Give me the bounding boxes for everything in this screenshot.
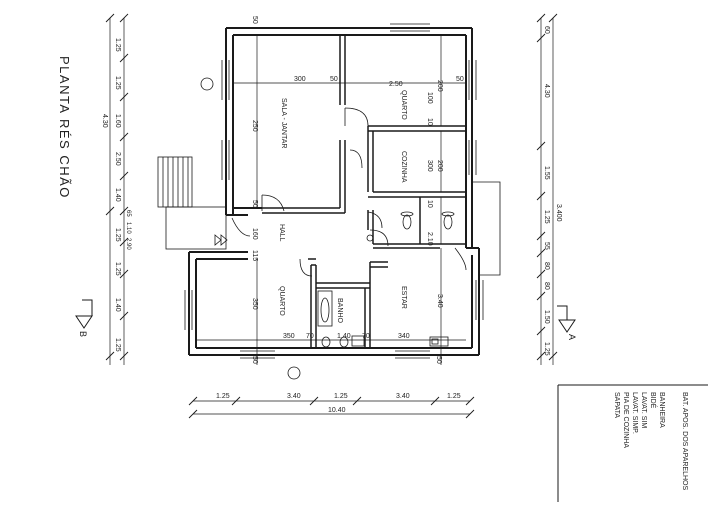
interior-walls: [262, 35, 466, 348]
door-swings: [231, 107, 467, 277]
dim-50-bottom: 50: [251, 356, 258, 364]
left-dim-1: 1.25: [114, 38, 121, 52]
dim-70-h-a: 70: [306, 333, 314, 340]
dim-250-h: 2.50: [389, 81, 403, 88]
bottom-dim-total: 10.40: [328, 407, 346, 414]
windows: [184, 23, 484, 359]
room-estar: ESTAR: [400, 286, 407, 309]
left-dim-5: 1.40: [114, 188, 121, 202]
legend-item-lavat-simp: LAVAT. SIMP.: [631, 392, 638, 434]
right-dim-total: 3.400: [555, 204, 562, 222]
fixtures: [200, 77, 455, 380]
dim-160-v: 160: [251, 228, 258, 240]
dim-10-v: 10: [426, 118, 433, 126]
left-dim-small-3: 2.90: [125, 238, 131, 250]
dim-10-v-wc: 10: [426, 200, 433, 208]
left-dim-7: 1.25: [114, 262, 121, 276]
legend-frame: [557, 384, 708, 502]
right-dim-5: 55: [543, 242, 550, 250]
dim-100-v: 100: [426, 92, 433, 104]
dim-200-v-top: 200: [436, 80, 443, 92]
room-quarto-top: QUARTO: [400, 90, 407, 120]
bottom-dim-2: 3.40: [287, 393, 301, 400]
outer-walls: [188, 27, 480, 356]
plan-title: PLANTA RÉS CHÃO: [57, 56, 72, 199]
legend-item-lavat-sim: LAVAT. SIM: [640, 392, 647, 428]
legend-heading: BAT. APOS. DOS APARELHOS: [681, 392, 688, 490]
bottom-dim-4: 3.40: [396, 393, 410, 400]
left-dim-small-1: 65: [125, 210, 131, 217]
legend-item-pia-cozinha: PIA DE COZINHA: [622, 392, 629, 448]
left-dim-4: 2.50: [114, 152, 121, 166]
dim-50-top: 50: [251, 16, 258, 24]
right-dim-1: 60: [543, 26, 550, 34]
room-cozinha: COZINHA: [400, 151, 407, 183]
dimension-lines: [109, 18, 554, 415]
dim-115-v: 115: [251, 250, 258, 261]
left-dim-9: 1.25: [114, 338, 121, 352]
room-quarto-bottom: QUARTO: [278, 286, 285, 316]
dim-300-h: 300: [294, 76, 306, 83]
left-dim-total: 4.30: [101, 114, 108, 128]
dim-210-v: 2.10: [426, 232, 433, 246]
room-banho: BANHO: [336, 298, 343, 323]
left-dim-8: 1.40: [114, 298, 121, 312]
dim-50-h-right: 50: [456, 76, 464, 83]
dim-340-v: 3.40: [436, 294, 443, 308]
section-b-label: B: [78, 331, 88, 337]
room-hall: HALL: [278, 224, 285, 242]
dim-300-v: 300: [426, 160, 433, 172]
stairs: [157, 156, 227, 250]
bottom-dim-1: 1.25: [216, 393, 230, 400]
legend-item-bide: BIDÉ: [649, 392, 658, 409]
right-dim-7: 80: [543, 282, 550, 290]
bottom-dim-5: 1.25: [447, 393, 461, 400]
left-dim-2: 1.25: [114, 76, 121, 90]
right-dim-9: 1.25: [543, 342, 550, 356]
dim-70-h-b: 70: [362, 333, 370, 340]
left-dim-6: 1.25: [114, 228, 121, 242]
room-sala: SALA - JANTAR: [280, 98, 287, 148]
exterior-step: [472, 181, 501, 276]
dimension-ticks: [105, 13, 558, 419]
dim-140-h: 1.40: [337, 333, 351, 340]
right-dim-2: 4.30: [543, 84, 550, 98]
dim-350-v: 350: [251, 298, 258, 310]
section-a-label: A: [567, 334, 577, 340]
dim-250-v: 250: [251, 120, 258, 132]
left-dim-3: 1.60: [114, 114, 121, 128]
right-dim-4: 1.25: [543, 210, 550, 224]
dim-350-h: 350: [283, 333, 295, 340]
bottom-dim-3: 1.25: [334, 393, 348, 400]
dim-50-h: 50: [330, 76, 338, 83]
right-dim-3: 1.55: [543, 166, 550, 180]
left-dim-small-2: 1.10: [125, 222, 131, 234]
right-dim-6: 80: [543, 262, 550, 270]
dim-200-v-mid: 200: [436, 160, 443, 172]
legend-item-sapata: SAPATA: [613, 392, 620, 418]
right-dim-8: 1.50: [543, 310, 550, 324]
dim-340-h: 340: [398, 333, 410, 340]
legend-item-banheira: BANHEIRA: [658, 392, 665, 428]
dim-50-bottom-right: 50: [435, 356, 442, 364]
dim-50-v: 50: [251, 200, 258, 208]
section-markers: [75, 299, 576, 333]
